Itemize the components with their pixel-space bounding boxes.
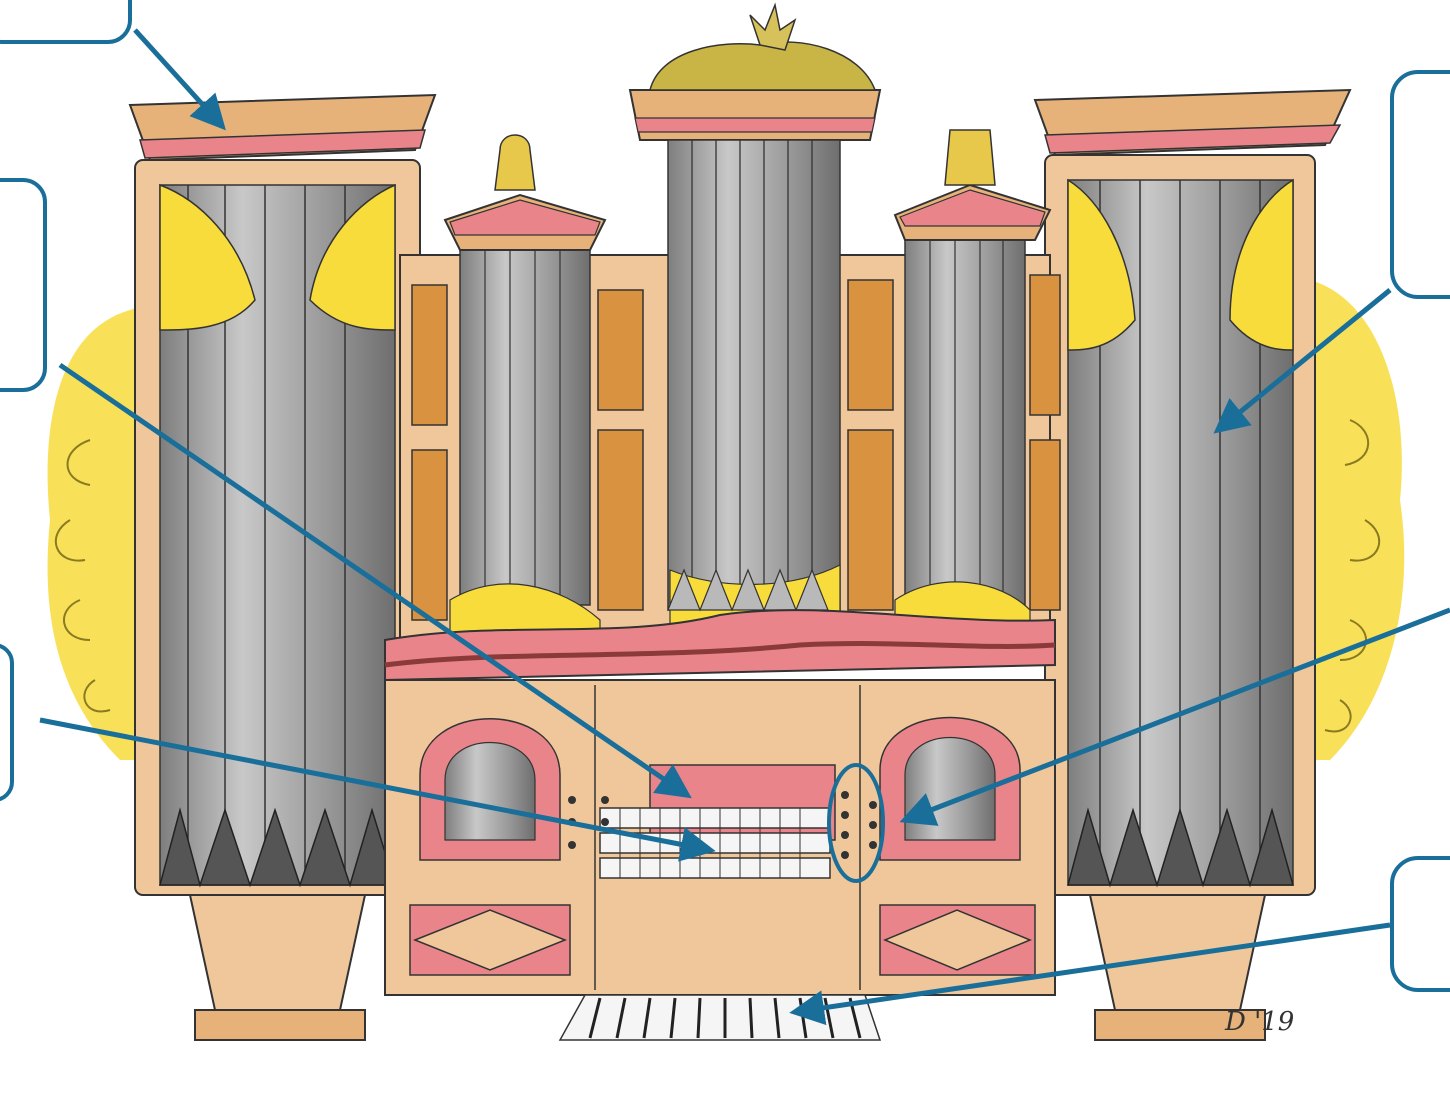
right-tower (1035, 90, 1350, 1040)
pedalboard (560, 995, 880, 1040)
manuals (600, 808, 830, 878)
callout-cornice (0, 0, 130, 42)
callout-manuals (0, 645, 12, 800)
signature: D '19 (1224, 1007, 1294, 1037)
callout-tower-pipes (1392, 72, 1450, 297)
callout-music-desk (0, 180, 45, 390)
center-case (400, 5, 1060, 655)
callout-pedalboard (1392, 858, 1450, 990)
console-case (385, 680, 1055, 995)
